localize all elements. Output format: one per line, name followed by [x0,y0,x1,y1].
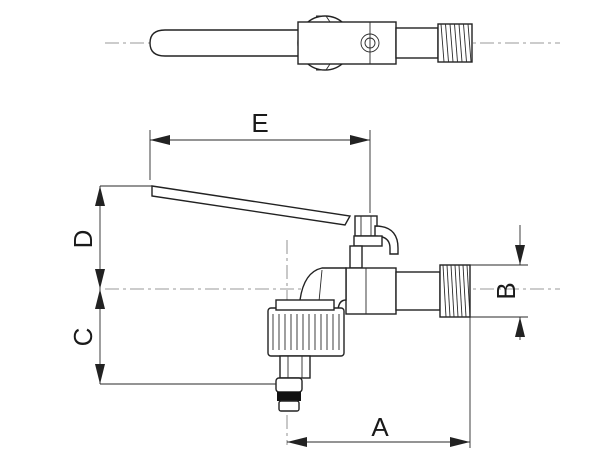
dim-label-D: D [68,230,98,249]
dim-label-E: E [251,108,268,138]
dim-label-C: C [68,328,98,347]
dim-label-B: B [491,282,521,299]
dimension-B: B [470,225,528,340]
dimension-D: D [68,185,152,289]
valve-side-view-icon [105,185,560,445]
dim-label-A: A [371,412,389,442]
dimension-E: E [149,108,371,213]
dimension-C: C [68,289,276,385]
dimension-A: A [287,317,471,448]
valve-top-view-icon [105,15,560,71]
